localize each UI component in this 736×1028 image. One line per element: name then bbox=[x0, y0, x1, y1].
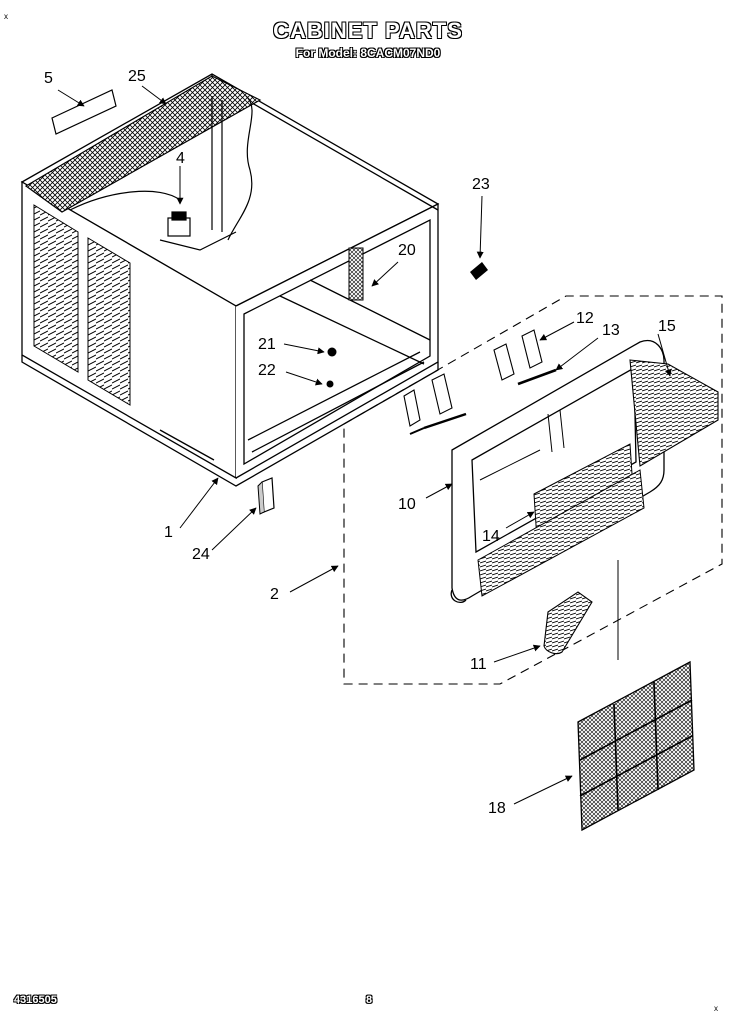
page-number: 8 bbox=[366, 994, 373, 1006]
callout-5: 5 bbox=[44, 70, 53, 87]
callout-10: 10 bbox=[398, 496, 416, 513]
bracket-part-20 bbox=[348, 247, 364, 301]
screw-part-22 bbox=[326, 380, 334, 388]
label-part-5 bbox=[51, 89, 117, 135]
clip-part-24 bbox=[257, 477, 275, 515]
louver-door-part-11 bbox=[543, 591, 593, 655]
front-panel-part-10 bbox=[450, 339, 665, 604]
callout-23: 23 bbox=[472, 176, 490, 193]
callout-22: 22 bbox=[258, 362, 276, 379]
callout-25: 25 bbox=[128, 68, 146, 85]
callout-24: 24 bbox=[192, 546, 210, 563]
louver-blades-part-12 bbox=[493, 329, 543, 381]
control-switch-part-4 bbox=[159, 211, 237, 251]
air-filter-part-18 bbox=[577, 560, 695, 832]
leader-lines bbox=[57, 85, 672, 805]
linkage-bar-part-13 bbox=[517, 368, 557, 386]
corner-mark-top-left: x bbox=[4, 12, 8, 21]
callout-2: 2 bbox=[270, 586, 279, 603]
top-grille-part-25 bbox=[24, 75, 262, 213]
callout-13: 13 bbox=[602, 322, 620, 339]
corner-mark-bottom-right: x bbox=[714, 1004, 718, 1013]
cabinet-side-louvers bbox=[33, 204, 131, 406]
screw-part-21 bbox=[327, 347, 337, 357]
screw-part-23 bbox=[470, 262, 488, 280]
callout-14: 14 bbox=[482, 528, 500, 545]
wiring-harness bbox=[69, 95, 253, 241]
document-number: 4316505 bbox=[14, 994, 57, 1006]
callout-15: 15 bbox=[658, 318, 676, 335]
callout-4: 4 bbox=[176, 150, 185, 167]
callout-18: 18 bbox=[488, 800, 506, 817]
callout-12: 12 bbox=[576, 310, 594, 327]
callout-21: 21 bbox=[258, 336, 276, 353]
side-grille-part-15 bbox=[629, 359, 719, 467]
vent-louvers-part-14 bbox=[477, 443, 645, 597]
callout-20: 20 bbox=[398, 242, 416, 259]
louver-pivots bbox=[403, 373, 467, 435]
panel-inner-dividers bbox=[479, 409, 565, 481]
model-subtitle: For Model: 8CACM07ND0 bbox=[295, 46, 441, 60]
page-title: CABINET PARTS bbox=[273, 18, 463, 43]
callout-1: 1 bbox=[164, 524, 173, 541]
callout-11: 11 bbox=[470, 656, 487, 673]
cabinet-shell bbox=[20, 73, 440, 487]
front-assembly-boundary bbox=[343, 295, 723, 685]
